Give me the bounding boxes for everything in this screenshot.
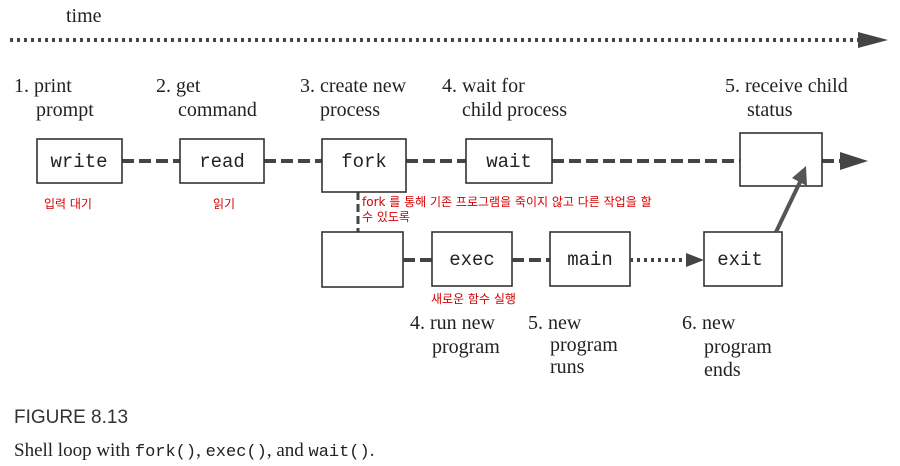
svg-text:runs: runs [550,356,585,378]
main-box: main [549,231,631,287]
svg-text:fork: fork [341,151,387,173]
svg-text:program: program [550,334,618,356]
svg-text:main: main [567,249,613,271]
exit-to-status-arrowhead [792,166,807,186]
write-box: write [36,138,123,184]
child-step-5-label: 5. new program runs [528,312,618,378]
fork-annotation-line1: fork 를 통해 기존 프로그램을 죽이지 않고 다른 작업을 할 [362,195,652,209]
svg-text:1. print: 1. print [14,75,72,97]
svg-text:prompt: prompt [36,99,94,121]
child-process-box [321,231,404,288]
svg-text:child process: child process [462,99,567,121]
step-5-label: 5. receive child status [725,75,848,121]
svg-text:process: process [320,99,380,121]
svg-text:2. get: 2. get [156,75,201,97]
step-4-label: 4. wait for child process [442,75,567,121]
svg-text:5. new: 5. new [528,312,582,334]
read-box: read [179,138,265,184]
svg-text:6. new: 6. new [682,312,736,334]
child-step-6-label: 6. new program ends [682,312,772,381]
exec-box: exec [431,231,513,287]
svg-text:write: write [50,151,107,173]
output-arrowhead [840,152,868,170]
svg-text:4. run new: 4. run new [410,312,496,334]
step-2-label: 2. get command [156,75,257,121]
exit-arrowhead [686,253,704,267]
svg-text:exit: exit [717,249,763,271]
write-annotation: 입력 대기 [44,197,92,211]
time-label: time [66,5,102,27]
svg-text:5. receive child: 5. receive child [725,75,848,97]
svg-text:status: status [747,99,793,121]
fork-box: fork [321,138,407,193]
svg-text:ends: ends [704,359,741,381]
svg-text:exec: exec [449,249,495,271]
svg-text:program: program [432,336,500,358]
svg-text:read: read [199,151,245,173]
read-annotation: 읽기 [213,197,235,211]
exit-to-status-arrow-line [774,181,802,233]
svg-text:4. wait for: 4. wait for [442,75,525,97]
figure-caption: Shell loop with fork(), exec(), and wait… [14,440,374,462]
wait-box: wait [465,138,553,184]
exit-box: exit [703,231,783,287]
svg-text:3. create new: 3. create new [300,75,407,97]
timeline-arrowhead [858,32,888,48]
svg-text:command: command [178,99,257,121]
svg-text:wait: wait [486,151,532,173]
child-step-4-label: 4. run new program [410,312,500,358]
svg-text:program: program [704,336,772,358]
fork-annotation-line2: 수 있도록 [362,210,410,224]
step-3-label: 3. create new process [300,75,407,121]
exec-annotation: 새로운 함수 실행 [431,291,516,306]
child-status-box [739,132,823,187]
step-1-label: 1. print prompt [14,75,94,121]
figure-label: FIGURE 8.13 [14,407,128,428]
